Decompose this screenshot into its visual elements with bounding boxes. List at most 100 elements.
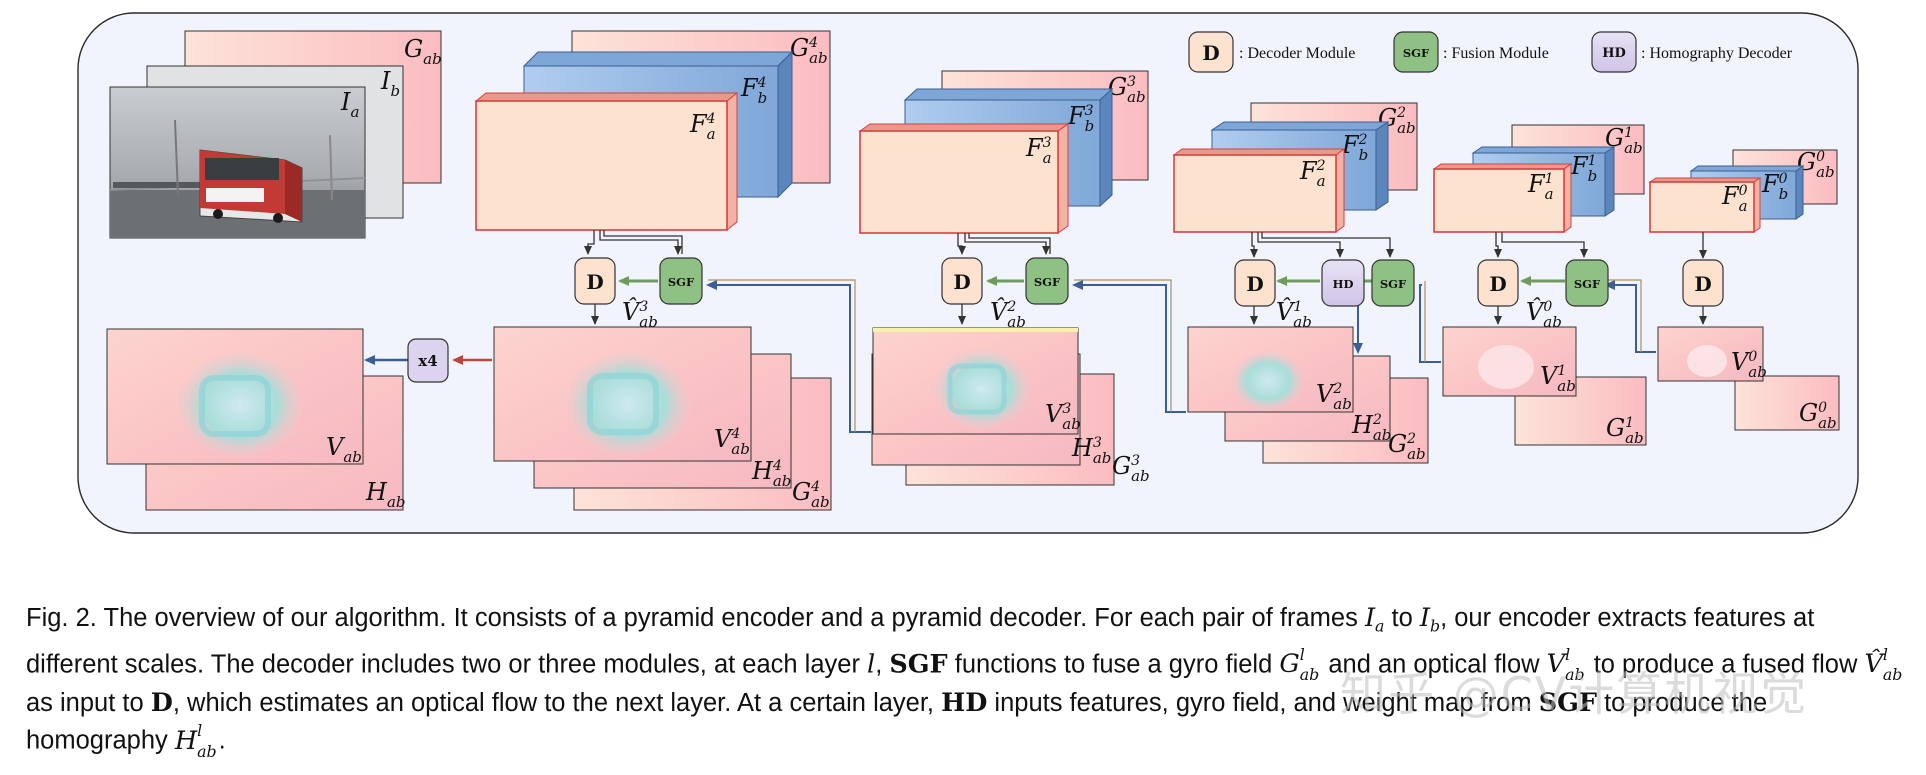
- decoder-module-level-1: [1477, 259, 1519, 307]
- legend: D : Decoder Module SGF : Fusion Module H…: [1188, 31, 1793, 73]
- caption-fig-number: Fig. 2.: [26, 604, 97, 632]
- svg-text:F0b: F0b: [1761, 170, 1788, 203]
- svg-text:F0a: F0a: [1721, 182, 1748, 215]
- svg-text:Gab: Gab: [404, 35, 442, 68]
- svg-text:F4a: F4a: [689, 110, 716, 143]
- svg-text:F3b: F3b: [1067, 102, 1094, 135]
- svg-text:D: D: [1489, 272, 1506, 296]
- svg-text:D: D: [953, 270, 970, 294]
- feature-F-a-4: [475, 100, 728, 231]
- svg-text:D: D: [1202, 41, 1219, 65]
- svg-text:F1a: F1a: [1527, 170, 1554, 203]
- legend-fusion-label: : Fusion Module: [1443, 45, 1549, 62]
- legend-homography-label: : Homography Decoder: [1641, 45, 1793, 62]
- svg-text:V̂3ab: V̂3ab: [622, 298, 658, 331]
- math-I-a: Ia: [1364, 603, 1385, 636]
- zhihu-watermark: 知乎 @CV计算机视觉: [1340, 667, 1809, 721]
- svg-text:V̂2ab: V̂2ab: [990, 298, 1026, 331]
- svg-text:V̂0ab: V̂0ab: [1526, 298, 1562, 331]
- svg-text:SGF: SGF: [1380, 277, 1407, 291]
- fusion-module-level-4: [659, 257, 703, 305]
- math-D: D: [150, 688, 173, 719]
- svg-text:D: D: [1694, 272, 1711, 296]
- svg-text:SGF: SGF: [1574, 277, 1601, 291]
- decoder-module-level-4: [574, 257, 616, 305]
- feature-F-a-0: [1649, 181, 1755, 233]
- svg-text:Ib: Ib: [380, 67, 400, 100]
- svg-text:Ia: Ia: [340, 88, 359, 121]
- decoder-module-level-2: [1234, 259, 1276, 307]
- svg-text:HD: HD: [1602, 46, 1626, 61]
- svg-text:x4: x4: [418, 352, 437, 370]
- svg-text:D: D: [1246, 272, 1263, 296]
- svg-text:Hab: Hab: [365, 478, 405, 511]
- legend-fusion-swatch: [1393, 31, 1439, 73]
- homography-decoder-level-2: [1321, 259, 1365, 307]
- math-layer-l: l: [867, 648, 876, 679]
- feature-F-a-2: [1173, 154, 1337, 233]
- math-I-b: Ib: [1419, 603, 1441, 636]
- legend-decoder-swatch: [1188, 31, 1234, 73]
- svg-text:SGF: SGF: [668, 275, 695, 289]
- fusion-module-level-2: [1371, 259, 1415, 307]
- input-frames: Gab Ib Ia: [109, 30, 442, 239]
- decoder-module-level-3: [941, 257, 983, 305]
- legend-homography-swatch: [1591, 31, 1637, 73]
- svg-text:F2a: F2a: [1299, 157, 1326, 190]
- svg-text:SGF: SGF: [1034, 275, 1061, 289]
- figure-caption: Fig. 2. The overview of our algorithm. I…: [26, 603, 1903, 761]
- final-output: Hab Vab: [106, 328, 405, 511]
- svg-text:F1b: F1b: [1570, 152, 1597, 185]
- feature-F-a-3: [859, 130, 1059, 234]
- fusion-module-level-1: [1565, 259, 1609, 307]
- gyro-output-G0: [1734, 375, 1840, 431]
- svg-text:HD: HD: [1333, 277, 1354, 291]
- feature-F-a-1: [1433, 168, 1565, 233]
- svg-text:Vab: Vab: [326, 433, 362, 466]
- svg-text:F4b: F4b: [740, 74, 767, 107]
- svg-text:F3a: F3a: [1025, 134, 1052, 167]
- fusion-module-level-3: [1025, 257, 1069, 305]
- svg-text:SGF: SGF: [1403, 46, 1430, 60]
- math-SGF: SGF: [889, 648, 948, 679]
- frame-I-a-photo: [109, 86, 366, 239]
- upsample-x4-node: [407, 338, 449, 383]
- svg-text:F2b: F2b: [1341, 131, 1368, 164]
- connector-arrows: [364, 230, 1707, 433]
- legend-decoder-label: : Decoder Module: [1239, 45, 1355, 62]
- math-SGF-2: SGF: [1538, 688, 1597, 719]
- svg-text:D: D: [586, 270, 603, 294]
- svg-text:V̂1ab: V̂1ab: [1276, 298, 1312, 331]
